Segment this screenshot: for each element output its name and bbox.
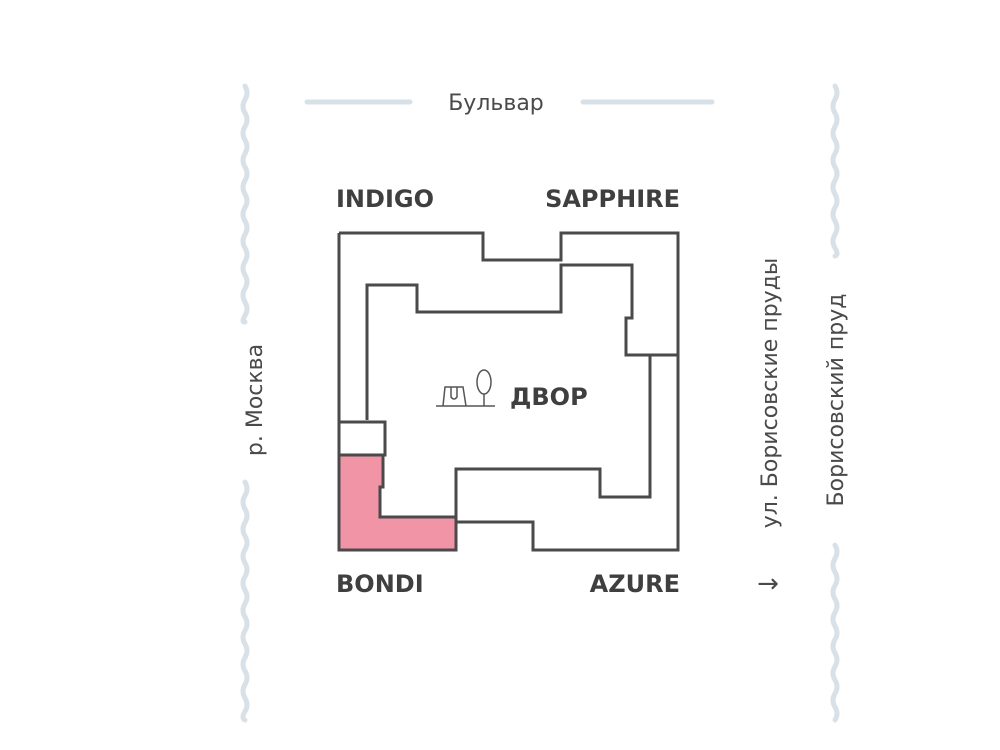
playground-tree-icon (436, 369, 495, 407)
building-outline (337, 231, 680, 552)
building-indigo-label[interactable]: INDIGO (336, 185, 434, 213)
street-label: ул. Борисовские пруды (758, 258, 783, 529)
section-divider (339, 420, 456, 519)
bondi-highlight[interactable] (339, 455, 456, 550)
arrow-right-icon: → (757, 569, 779, 599)
courtyard-label: ДВОР (510, 383, 588, 411)
river-wave-line (240, 83, 250, 325)
pond-wave-line (830, 542, 840, 723)
river-wave-line (240, 479, 250, 723)
pond-wave-line (830, 83, 840, 259)
building-bondi-label[interactable]: BONDI (336, 570, 424, 598)
inner-wall (365, 263, 650, 420)
river-label: р. Москва (243, 344, 268, 456)
pond-label: Борисовский пруд (824, 294, 849, 507)
building-sapphire-label[interactable]: SAPPHIRE (545, 185, 680, 213)
boulevard-label: Бульвар (448, 91, 544, 116)
building-azure-label[interactable]: AZURE (590, 570, 680, 598)
